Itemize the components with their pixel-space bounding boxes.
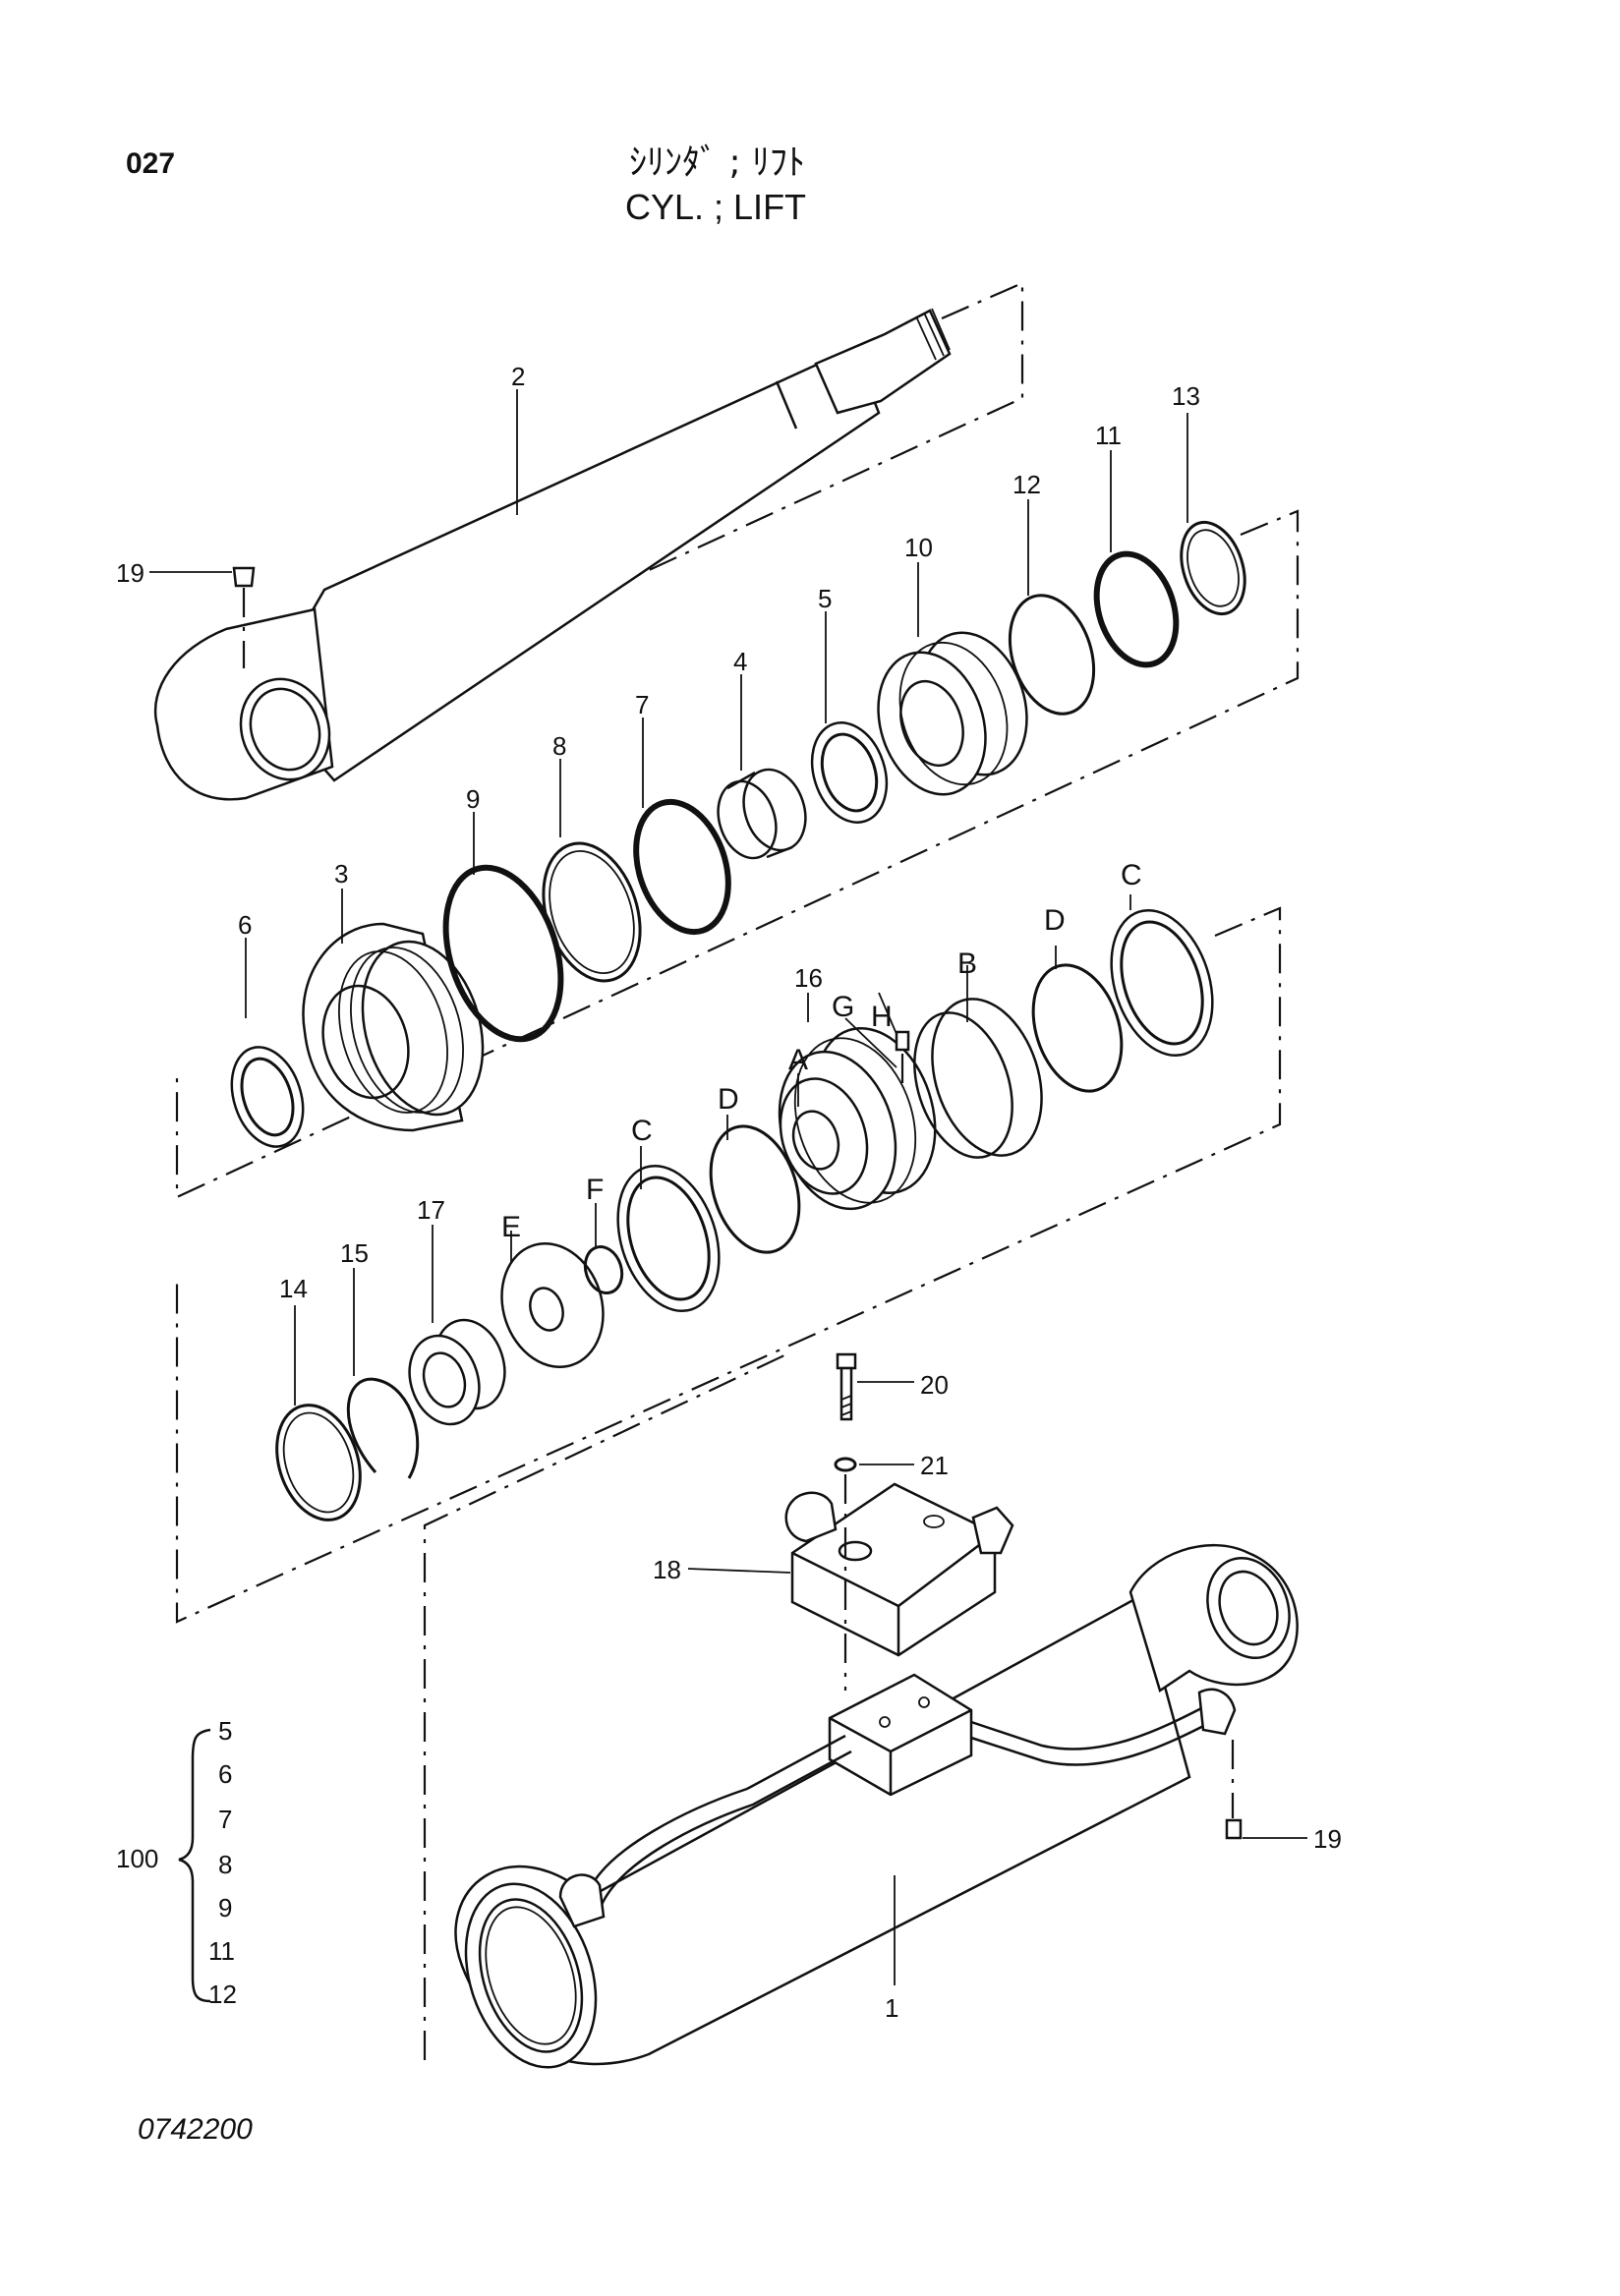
backup-ring-part-12: [1008, 594, 1096, 716]
group-tube-frame: [423, 1353, 787, 2060]
bushing-part-4: [717, 768, 807, 860]
retaining-ring-part-14: [275, 1404, 362, 1521]
callout-C-right: C: [1121, 859, 1142, 891]
callout-10: 10: [904, 533, 933, 562]
callout-9: 9: [466, 784, 480, 814]
callout-2: 2: [511, 362, 525, 391]
callout-16: 16: [794, 963, 823, 993]
callout-6: 6: [238, 910, 252, 940]
cylinder-tube-part-1: [454, 1544, 1299, 2069]
callout-19-upper: 19: [116, 558, 145, 588]
kit-number: 100: [116, 1844, 158, 1873]
grease-fitting-part-19-lower: [1225, 1740, 1243, 1840]
callout-labels: 2 19 3 6 9 8 7 4 5 10 12 11 13 14 15 17 …: [116, 362, 1342, 2023]
callout-3: 3: [334, 859, 348, 889]
washer-part-E: [500, 1241, 605, 1369]
wear-ring-part-B: [913, 998, 1043, 1159]
callout-20: 20: [920, 1370, 949, 1400]
callout-13: 13: [1172, 381, 1200, 411]
leader-lines: [149, 389, 1307, 1985]
title-english: CYL. ; LIFT: [625, 187, 807, 227]
drawing-number: 0742200: [138, 2113, 253, 2146]
manifold-block: [828, 1673, 973, 1797]
kit-part: 9: [218, 1893, 232, 1923]
title-japanese: ｼﾘﾝﾀﾞ ; ﾘﾌﾄ: [629, 143, 806, 183]
callout-H: H: [871, 1001, 893, 1033]
bolt-part-20: [836, 1352, 857, 1421]
seal-part-5: [810, 721, 889, 824]
washer-part-21: [834, 1457, 857, 1472]
callout-F: F: [586, 1174, 604, 1206]
wear-ring-part-D-right: [1031, 963, 1124, 1093]
callout-letters: E F C D A G H B D C: [501, 859, 1142, 1243]
seal-part-C-left: [616, 1164, 721, 1313]
callout-A: A: [788, 1044, 808, 1076]
callout-G: G: [832, 991, 854, 1023]
piston-rod-part: [153, 308, 952, 801]
kit-list: 100 5 6 7 8 9 11 12: [116, 1716, 237, 2009]
callout-4: 4: [733, 647, 747, 676]
piston-part-16: [778, 1027, 937, 1211]
hydraulic-pipe: [558, 1688, 1237, 1928]
callout-19-lower: 19: [1313, 1824, 1342, 1854]
callout-B: B: [957, 947, 977, 980]
group-rod-frame: [392, 281, 1024, 689]
group-piston-frame: [175, 906, 1282, 1624]
snap-ring-part-15: [346, 1377, 420, 1479]
callout-8: 8: [552, 731, 566, 761]
callout-11: 11: [1095, 421, 1122, 450]
gland-part-10: [877, 631, 1028, 796]
kit-part: 12: [208, 1980, 237, 2009]
callout-17: 17: [417, 1195, 445, 1225]
callout-E: E: [501, 1211, 521, 1243]
kit-part: 7: [218, 1805, 232, 1834]
callout-C-left: C: [631, 1115, 653, 1147]
callout-18: 18: [653, 1555, 681, 1584]
kit-part: 5: [218, 1716, 232, 1746]
seal-part-C-right: [1110, 908, 1214, 1058]
callout-21: 21: [920, 1451, 949, 1480]
backup-ring-part-8: [542, 841, 642, 983]
callout-D-left: D: [718, 1083, 739, 1116]
ring-part-F: [583, 1245, 624, 1294]
kit-part: 8: [218, 1850, 232, 1879]
page-number: 027: [126, 147, 176, 180]
kit-part: 11: [208, 1936, 235, 1966]
cylinder-head-part-3: [302, 922, 485, 1132]
o-ring-part-7: [633, 798, 731, 936]
callout-14: 14: [279, 1274, 308, 1303]
o-ring-part-11: [1093, 550, 1180, 668]
set-screw-part-H: [895, 1030, 910, 1093]
collar-part-17: [408, 1318, 506, 1426]
callout-12: 12: [1012, 470, 1041, 499]
callout-7: 7: [635, 690, 649, 719]
kit-part: 6: [218, 1759, 232, 1789]
kit-brace: [178, 1728, 211, 2003]
callout-D-right: D: [1044, 904, 1066, 937]
wiper-ring-part-13: [1180, 520, 1246, 616]
callout-1: 1: [885, 1993, 898, 2023]
seal-part-6: [230, 1046, 305, 1148]
valve-block-part-18: [784, 1474, 1014, 1691]
wear-ring-part-D-left: [709, 1124, 801, 1254]
group-gland-frame: [175, 509, 1300, 1199]
callout-15: 15: [340, 1238, 369, 1268]
callout-5: 5: [818, 584, 832, 613]
